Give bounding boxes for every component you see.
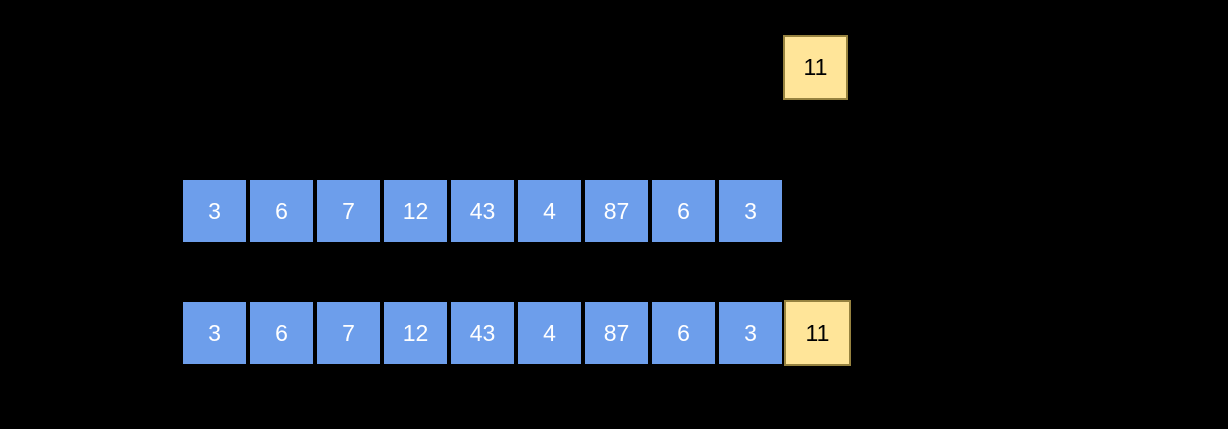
array-cell: 3 [717,178,784,244]
array-cell: 4 [516,178,583,244]
array-cell: 3 [717,300,784,366]
array-cell: 6 [248,300,315,366]
array-cell: 3 [181,300,248,366]
array-cell-appended: 11 [784,300,851,366]
array-cell: 87 [583,300,650,366]
array-cell: 4 [516,300,583,366]
array-cell: 6 [650,178,717,244]
array-cell: 6 [248,178,315,244]
appended-value-box: 11 [783,35,848,100]
array-cell: 87 [583,178,650,244]
array-cell: 12 [382,300,449,366]
array-cell: 7 [315,178,382,244]
array-cell: 43 [449,178,516,244]
array-cell: 43 [449,300,516,366]
array-cell: 7 [315,300,382,366]
array-cell: 6 [650,300,717,366]
array-cell: 12 [382,178,449,244]
array-cell: 3 [181,178,248,244]
